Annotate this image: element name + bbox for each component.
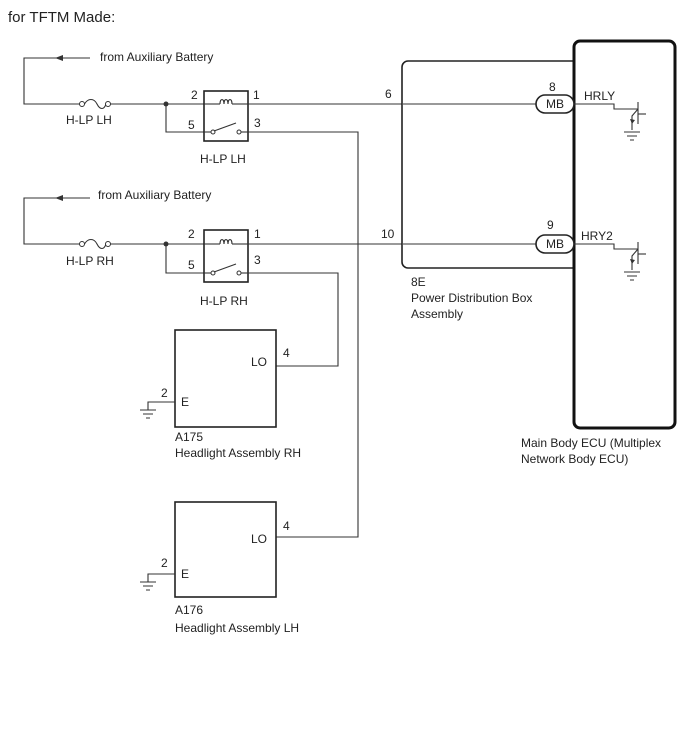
ecu-conn-upper-label: MB (546, 97, 564, 111)
relay-coil-icon (204, 98, 248, 105)
wire-lh-switch-feed (165, 104, 204, 133)
arrow-left-icon (55, 195, 63, 201)
ecu-conn-upper-pin: 8 (549, 80, 556, 94)
headlight-lh: LO 4 E 2 A176 Headlight Assembly LH (140, 501, 299, 635)
ecu-internal-wire-lower (574, 243, 638, 250)
transistor-icon (630, 102, 646, 130)
rh-source-label: from Auxiliary Battery (98, 188, 211, 202)
ecu-signal-lower: HRY2 (581, 229, 613, 243)
ground-icon (624, 271, 640, 281)
rh-pin-5: 5 (188, 258, 195, 272)
headlight-rh-e-label: E (181, 395, 189, 409)
wire-lh-ground (147, 573, 175, 582)
lh-pin-5: 5 (188, 118, 195, 132)
headlight-rh: LO 4 E 2 A175 Headlight Assembly RH (140, 329, 301, 460)
wire-rh-switch-headlight (248, 272, 339, 367)
wire-lh-source (23, 57, 90, 105)
ecu-signal-upper: HRLY (584, 89, 615, 103)
ecu-name-line1: Main Body ECU (Multiplex (521, 436, 661, 450)
headlight-rh-lo-pin: 4 (283, 346, 290, 360)
headlight-lh-name: Headlight Assembly LH (175, 621, 299, 635)
headlight-lh-code: A176 (175, 603, 203, 617)
fuse-icon (79, 98, 111, 110)
wire-rh-ground (147, 401, 175, 410)
rh-fuse-label: H-LP RH (66, 254, 114, 268)
wire-lh-switch-headlight (248, 131, 359, 538)
headlight-rh-lo-label: LO (251, 355, 267, 369)
rh-pin-3: 3 (254, 253, 261, 267)
relay-rh-name: H-LP RH (200, 294, 248, 308)
ecu-outline (572, 39, 677, 430)
ground-icon (140, 409, 156, 419)
relay-lh-box (203, 90, 249, 142)
relay-lh-name: H-LP LH (200, 152, 246, 166)
lh-fuse-label: H-LP LH (66, 113, 112, 127)
ground-icon (624, 131, 640, 141)
wire-rh-switch-feed (165, 244, 204, 274)
rh-pin-2: 2 (188, 227, 195, 241)
relay-coil-icon (204, 238, 248, 245)
lh-relay-circuit: from Auxiliary Battery H-LP LH 2 1 5 3 (23, 50, 403, 538)
ecu-conn-lower-pin: 9 (547, 218, 554, 232)
headlight-lh-box (174, 501, 277, 598)
headlight-rh-box (174, 329, 277, 428)
pdb-name-line1: Power Distribution Box (411, 291, 532, 305)
headlight-lh-lo-label: LO (251, 532, 267, 546)
lh-pin-2: 2 (191, 88, 198, 102)
pdb-pin-upper: 6 (385, 87, 392, 101)
headlight-lh-lo-pin: 4 (283, 519, 290, 533)
rh-relay-circuit: from Auxiliary Battery H-LP RH 2 1 5 3 H… (23, 188, 403, 367)
headlight-lh-e-pin: 2 (161, 556, 168, 570)
ecu-name-line2: Network Body ECU) (521, 452, 628, 466)
lh-source-label: from Auxiliary Battery (100, 50, 213, 64)
arrow-left-icon (55, 55, 63, 61)
wire-rh-source (23, 197, 90, 245)
pdb-name-line2: Assembly (411, 307, 463, 321)
ground-icon (140, 581, 156, 591)
transistor-icon (630, 242, 646, 270)
lh-pin-3: 3 (254, 116, 261, 130)
fuse-icon (79, 238, 111, 250)
pdb-pin-lower: 10 (381, 227, 395, 241)
lh-pin-1: 1 (253, 88, 260, 102)
ecu-conn-lower-label: MB (546, 237, 564, 251)
main-body-ecu: MB 8 HRLY MB 9 HRY2 Ma (521, 39, 677, 466)
relay-switch-icon (204, 263, 248, 276)
headlight-lh-e-label: E (181, 567, 189, 581)
rh-pin-1: 1 (254, 227, 261, 241)
page-title: for TFTM Made: (8, 9, 115, 26)
relay-rh-box (203, 229, 249, 283)
headlight-rh-name: Headlight Assembly RH (175, 446, 301, 460)
relay-switch-icon (204, 122, 248, 135)
headlight-rh-code: A175 (175, 430, 203, 444)
headlight-rh-e-pin: 2 (161, 386, 168, 400)
pdb-code: 8E (411, 275, 426, 289)
ecu-internal-wire-upper (574, 103, 638, 110)
